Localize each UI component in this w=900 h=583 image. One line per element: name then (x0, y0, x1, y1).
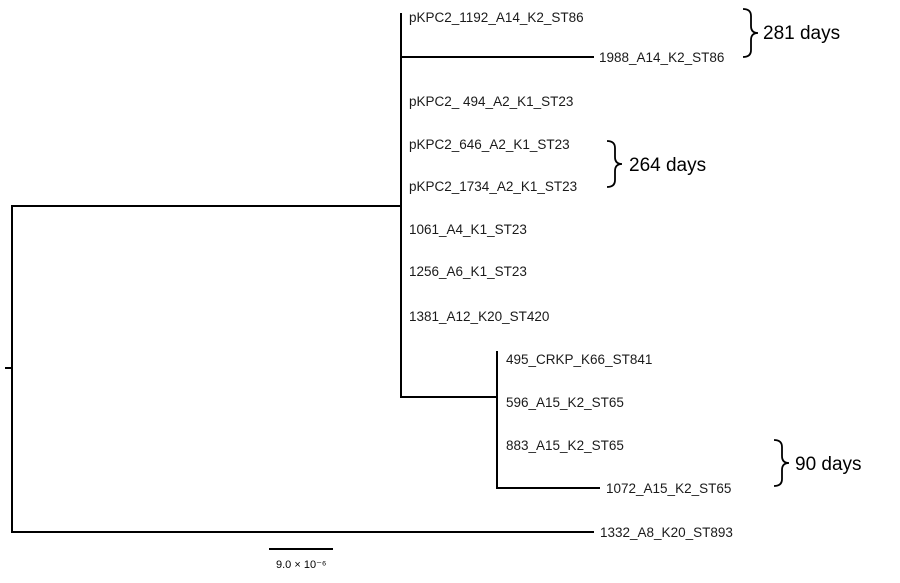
leaf-label: pKPC2_1734_A2_K1_ST23 (409, 179, 577, 194)
annotation-label: 281 days (763, 23, 840, 44)
leaf-label: 1332_A8_K20_ST893 (600, 525, 733, 540)
annotation-label: 264 days (629, 155, 706, 176)
leaf-label: pKPC2_ 494_A2_K1_ST23 (409, 94, 573, 109)
leaf-label: pKPC2_1192_A14_K2_ST86 (409, 10, 584, 25)
brace-264-days (606, 140, 623, 188)
leaf-label: 1072_A15_K2_ST65 (606, 481, 731, 496)
leaf-label: 1256_A6_K1_ST23 (409, 264, 527, 279)
leaf-label: 1381_A12_K20_ST420 (409, 309, 549, 324)
leaf-label: pKPC2_646_A2_K1_ST23 (409, 137, 570, 152)
brace-281-days (742, 8, 759, 58)
scale-bar-label: 9.0 × 10⁻⁶ (276, 559, 326, 571)
leaf-label: 883_A15_K2_ST65 (506, 438, 624, 453)
leaf-label: 495_CRKP_K66_ST841 (506, 352, 652, 367)
leaf-label: 596_A15_K2_ST65 (506, 395, 624, 410)
annotation-label: 90 days (795, 454, 862, 475)
leaf-label: 1988_A14_K2_ST86 (599, 50, 724, 65)
brace-90-days (773, 439, 790, 487)
leaf-label: 1061_A4_K1_ST23 (409, 222, 527, 237)
